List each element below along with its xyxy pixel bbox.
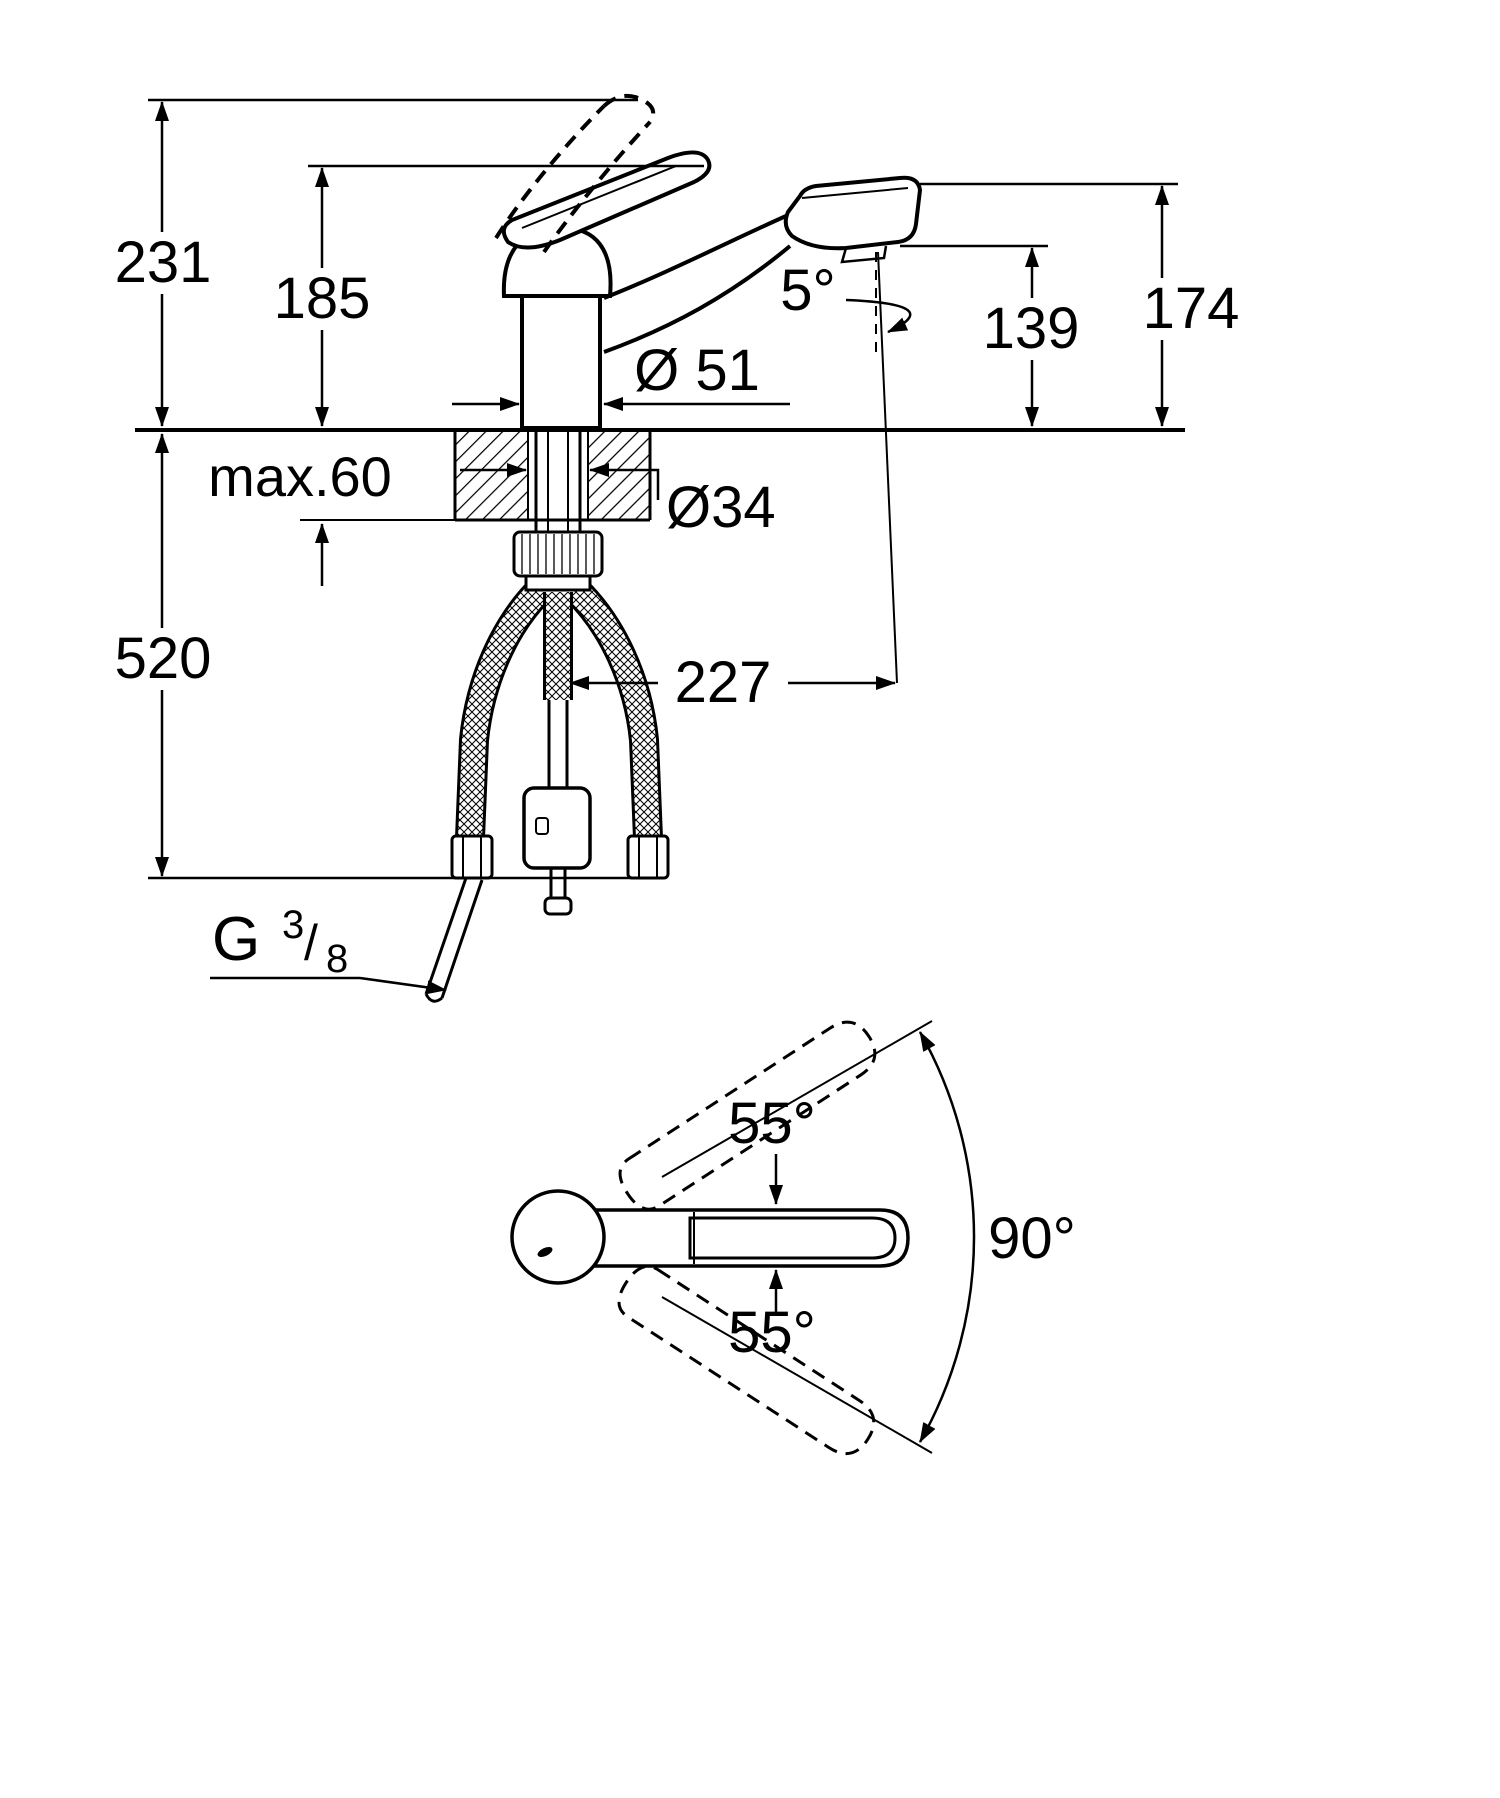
dim-hole-diameter: Ø34 [460, 463, 776, 540]
handle-raised-dashed [494, 94, 656, 254]
hose-weight [522, 786, 592, 870]
label-thread-letter: G [212, 905, 260, 974]
label-handle-swing-down: 55° [728, 1300, 816, 1365]
handle-pivot [510, 1189, 606, 1285]
dim-handle-swing-down: 55° [728, 1269, 816, 1365]
dim-spout-top-height: 174 [920, 182, 1252, 427]
label-below-deck-depth: 520 [115, 626, 212, 691]
mounting-nut [512, 530, 604, 592]
supply-hoses [455, 579, 663, 839]
mounting-shank [534, 430, 582, 532]
label-thread-numerator: 3 [282, 903, 304, 947]
dim-handle-height: 185 [266, 164, 704, 427]
label-spout-top-height: 174 [1143, 276, 1240, 341]
handle-top-solid [510, 1189, 910, 1285]
label-outlet-height: 139 [983, 296, 1080, 361]
top-view: 55° 90° 55° [510, 1020, 1076, 1456]
label-hole-diameter: Ø34 [666, 475, 776, 540]
label-thread-slash: / [304, 915, 318, 971]
label-deck-thickness: max.60 [208, 445, 392, 508]
handle-side [501, 150, 712, 250]
dim-spout-reach: 227 [569, 650, 896, 715]
faucet-body [501, 225, 613, 430]
hose-nut-left [450, 834, 494, 880]
dim-thread-size: G 3 / 8 [210, 903, 447, 995]
label-outlet-angle: 5° [780, 258, 835, 323]
supply-tube [424, 877, 484, 1003]
label-spout-reach: 227 [675, 650, 772, 715]
aerator [840, 245, 888, 264]
label-handle-swing-up: 55° [728, 1091, 816, 1156]
pivot-slot [537, 1247, 553, 1257]
pullout-hose [522, 700, 592, 916]
swivel-arc [661, 1020, 976, 1454]
handle-top-dashed-up [618, 1020, 877, 1211]
side-view [135, 94, 1185, 1003]
dim-outlet-height: 139 [900, 244, 1090, 427]
label-handle-height: 185 [274, 266, 371, 331]
dim-below-deck-depth: 520 [104, 433, 658, 880]
label-thread-denominator: 8 [326, 937, 348, 981]
label-total-height: 231 [115, 230, 212, 295]
dim-base-diameter: Ø 51 [452, 338, 790, 411]
water-stream [875, 251, 898, 684]
dim-deck-thickness: max.60 [208, 445, 392, 586]
dimensions-side-view: 231 185 174 139 5° [104, 98, 1252, 995]
dim-total-height: 231 [106, 98, 638, 427]
dim-handle-swing-up: 55° [728, 1091, 816, 1205]
handle-top-dashed-down [617, 1265, 876, 1456]
label-spout-swivel: 90° [988, 1206, 1076, 1271]
dim-spout-swivel: 90° [988, 1206, 1076, 1271]
dim-outlet-angle: 5° [780, 258, 912, 334]
hose-nut-right [626, 834, 670, 880]
spout [603, 175, 923, 354]
label-base-diameter: Ø 51 [634, 338, 760, 403]
